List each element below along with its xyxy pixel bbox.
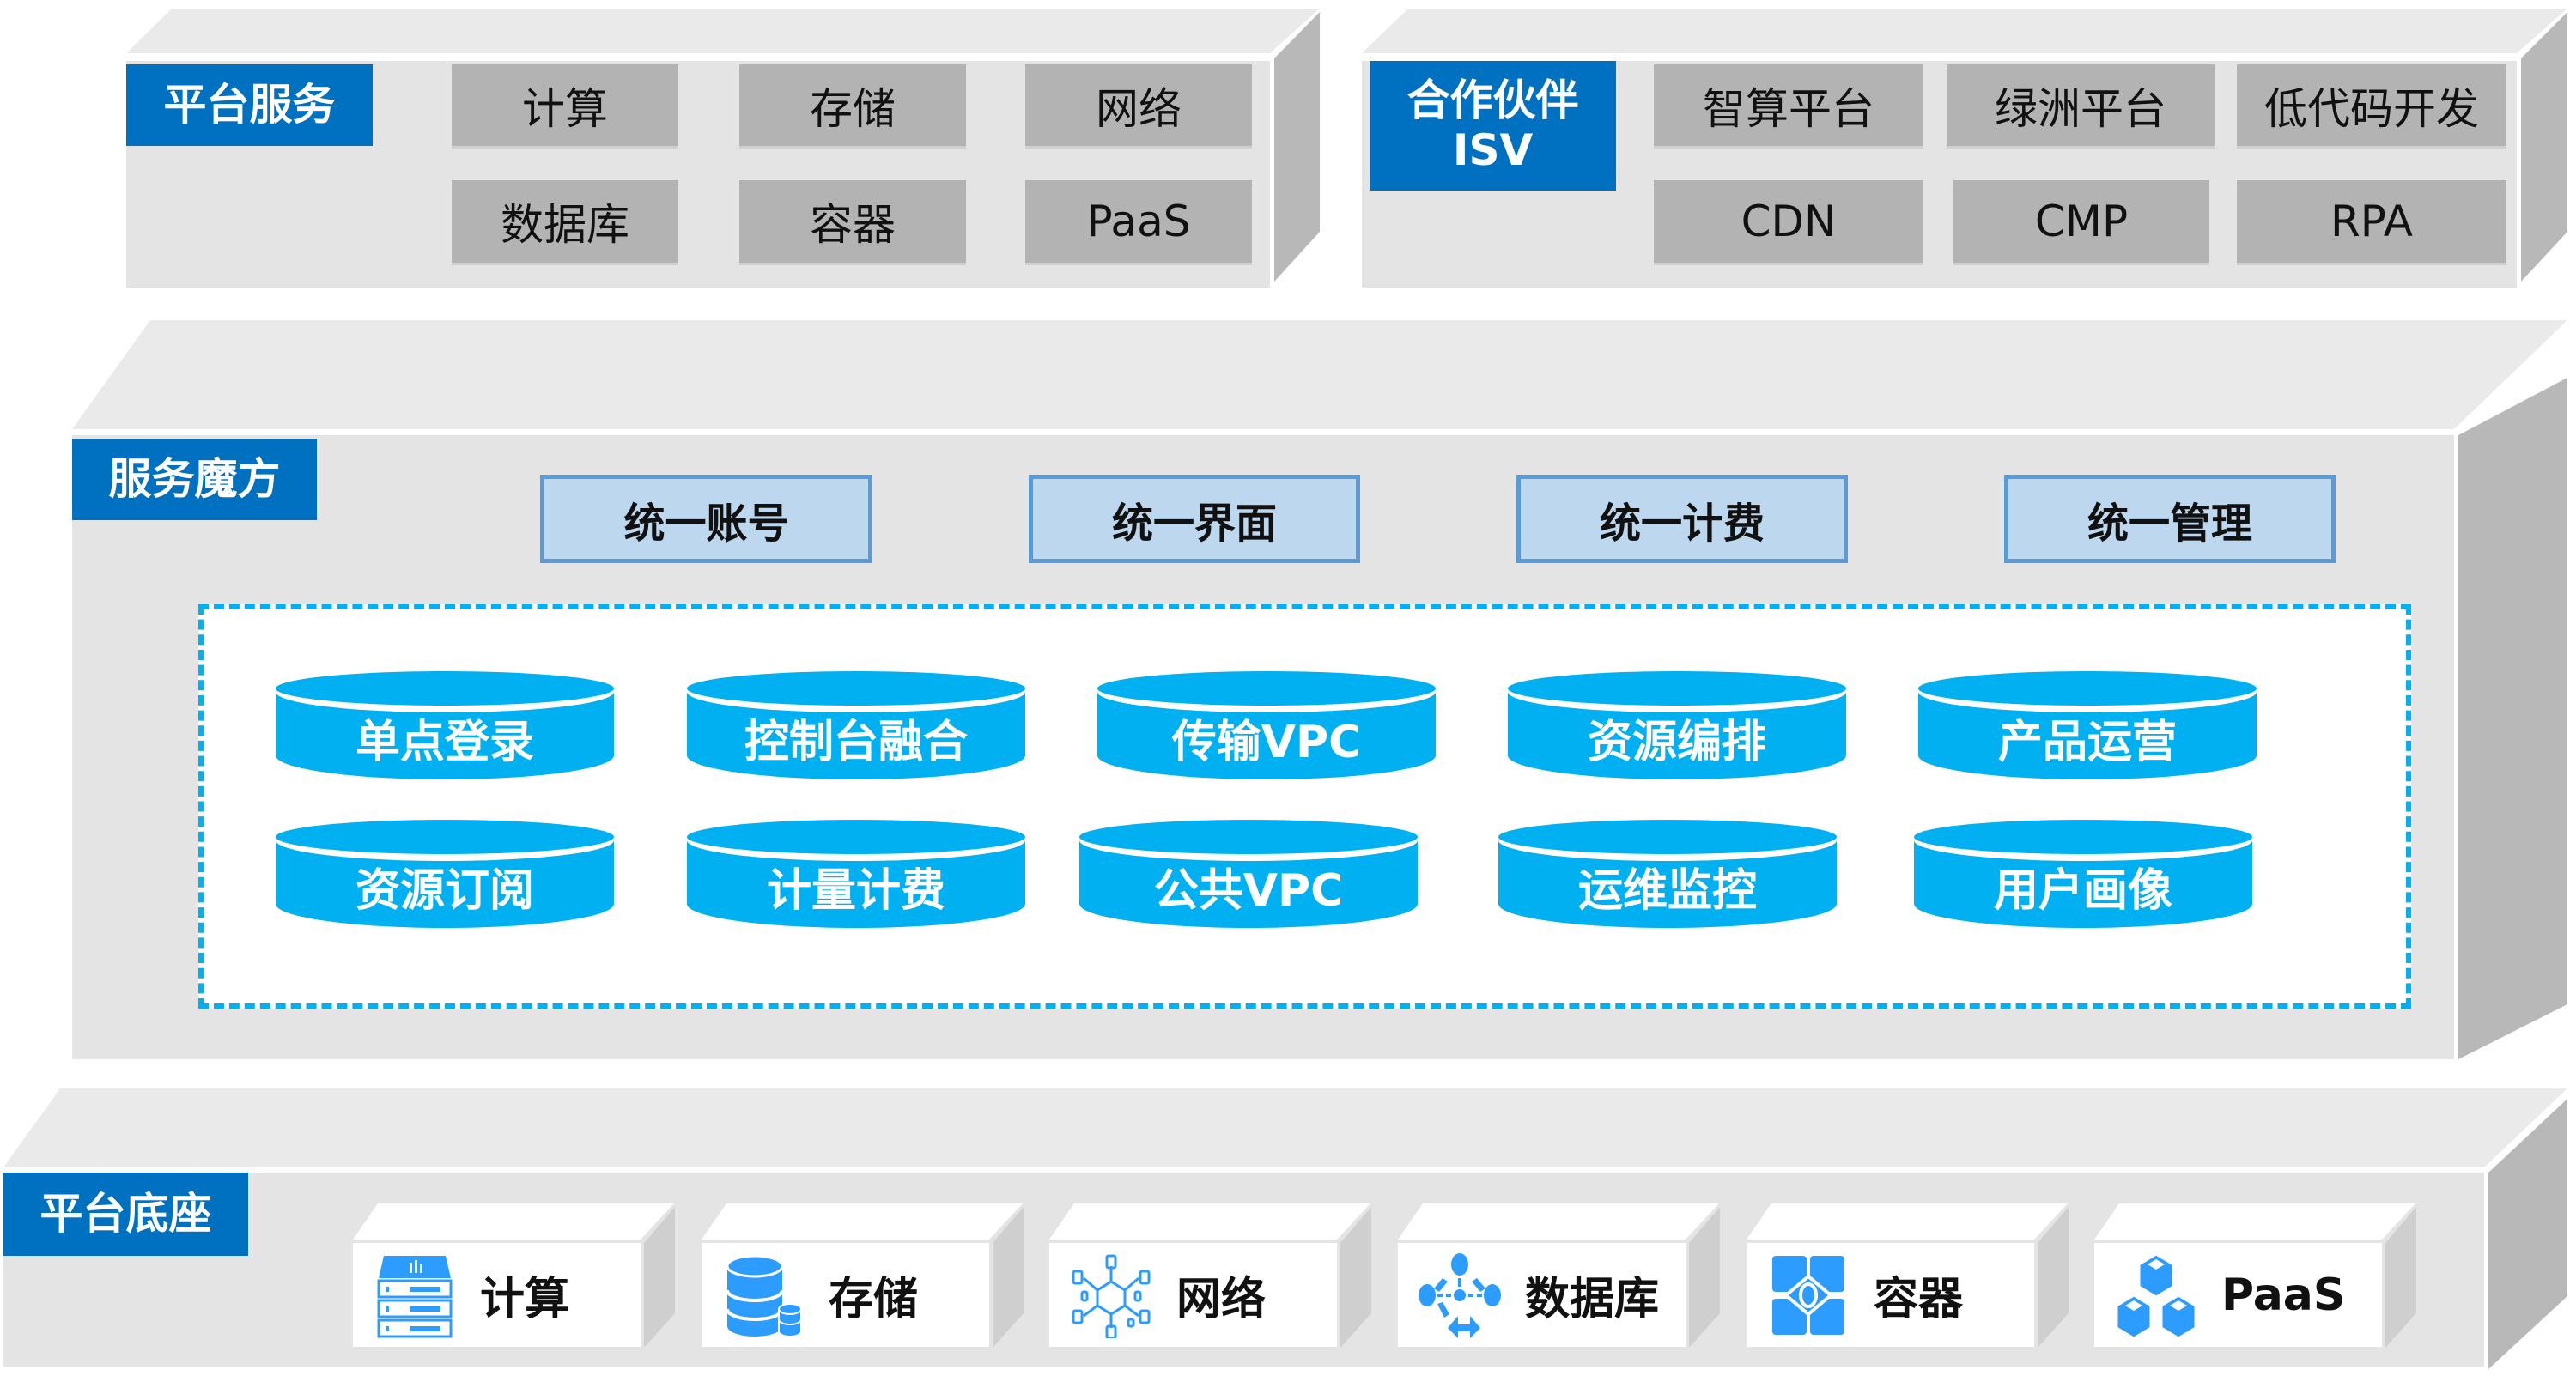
service-tile-storage[interactable]: 存储 — [739, 64, 966, 149]
capability-label: 用户画像 — [1993, 864, 2172, 917]
base-item-compute[interactable]: 计算 — [353, 1243, 641, 1347]
cubes-icon — [2115, 1252, 2197, 1338]
base-item-label: 网络 — [1176, 1274, 1267, 1325]
base-item-label: 存储 — [829, 1274, 919, 1325]
partner-tile-cdn[interactable]: CDN — [1654, 180, 1923, 265]
service-tile-container[interactable]: 容器 — [739, 180, 966, 265]
base-item-label: 容器 — [1874, 1274, 1964, 1325]
capability-label: 单点登录 — [355, 716, 534, 768]
capability-label: 传输VPC — [1171, 716, 1362, 768]
partners-label-line2: ISV — [1452, 124, 1534, 175]
partner-tile-ai-computing[interactable]: 智算平台 — [1654, 64, 1923, 149]
partner-tile-rpa[interactable]: RPA — [2237, 180, 2506, 265]
base-box-faces — [353, 1203, 2415, 1240]
platform-services-label: 平台服务 — [126, 64, 373, 146]
capability-sso[interactable]: 单点登录 — [274, 670, 616, 781]
unified-account-box[interactable]: 统一账号 — [540, 475, 872, 563]
base-item-paas[interactable]: PaaS — [2094, 1243, 2382, 1347]
data-flow-icon — [1419, 1252, 1501, 1338]
service-cube-label: 服务魔方 — [72, 439, 317, 520]
service-tile-compute[interactable]: 计算 — [452, 64, 678, 149]
partner-tile-low-code[interactable]: 低代码开发 — [2237, 64, 2506, 149]
capability-label: 运维监控 — [1577, 864, 1757, 917]
unified-interface-box[interactable]: 统一界面 — [1029, 475, 1360, 563]
service-tile-paas[interactable]: PaaS — [1025, 180, 1252, 265]
partner-tile-cmp[interactable]: CMP — [1953, 180, 2209, 265]
capability-resource-orchestration[interactable]: 资源编排 — [1506, 670, 1848, 781]
base-item-network[interactable]: 网络 — [1049, 1243, 1337, 1347]
capability-label: 资源订阅 — [355, 864, 534, 917]
partners-label: 合作伙伴 ISV — [1370, 61, 1616, 191]
service-tile-database[interactable]: 数据库 — [452, 180, 678, 265]
network-topology-icon — [1072, 1254, 1151, 1338]
capability-label: 资源编排 — [1587, 716, 1766, 768]
container-icon — [1772, 1255, 1844, 1335]
capabilities-container — [198, 604, 2411, 1009]
capability-label: 计量计费 — [766, 864, 945, 917]
base-item-label: PaaS — [2221, 1269, 2346, 1321]
service-tile-network[interactable]: 网络 — [1025, 64, 1252, 149]
server-rack-icon — [377, 1255, 453, 1337]
capability-public-vpc[interactable]: 公共VPC — [1078, 818, 1419, 930]
capability-metering-billing[interactable]: 计量计费 — [685, 818, 1027, 930]
unified-management-box[interactable]: 统一管理 — [2004, 475, 2336, 563]
unified-billing-box[interactable]: 统一计费 — [1516, 475, 1848, 563]
partners-label-line1: 合作伙伴 — [1406, 76, 1579, 125]
capability-resource-subscription[interactable]: 资源订阅 — [274, 818, 616, 930]
capability-ops-monitoring[interactable]: 运维监控 — [1497, 818, 1838, 930]
base-item-database[interactable]: 数据库 — [1398, 1243, 1686, 1347]
capability-label: 控制台融合 — [744, 716, 968, 768]
base-item-storage[interactable]: 存储 — [702, 1243, 989, 1347]
capability-label: 公共VPC — [1153, 864, 1344, 917]
capability-transit-vpc[interactable]: 传输VPC — [1096, 670, 1437, 781]
partner-tile-oasis[interactable]: 绿洲平台 — [1947, 64, 2215, 149]
platform-base-label: 平台底座 — [3, 1173, 248, 1256]
capability-product-operations[interactable]: 产品运营 — [1917, 670, 2258, 781]
base-item-container[interactable]: 容器 — [1747, 1243, 2034, 1347]
capability-console-fusion[interactable]: 控制台融合 — [685, 670, 1027, 781]
database-storage-icon — [726, 1254, 802, 1337]
base-item-label: 数据库 — [1525, 1274, 1660, 1325]
capability-label: 产品运营 — [1997, 716, 2177, 768]
capability-user-profile[interactable]: 用户画像 — [1912, 818, 2254, 930]
base-item-label: 计算 — [480, 1274, 570, 1325]
